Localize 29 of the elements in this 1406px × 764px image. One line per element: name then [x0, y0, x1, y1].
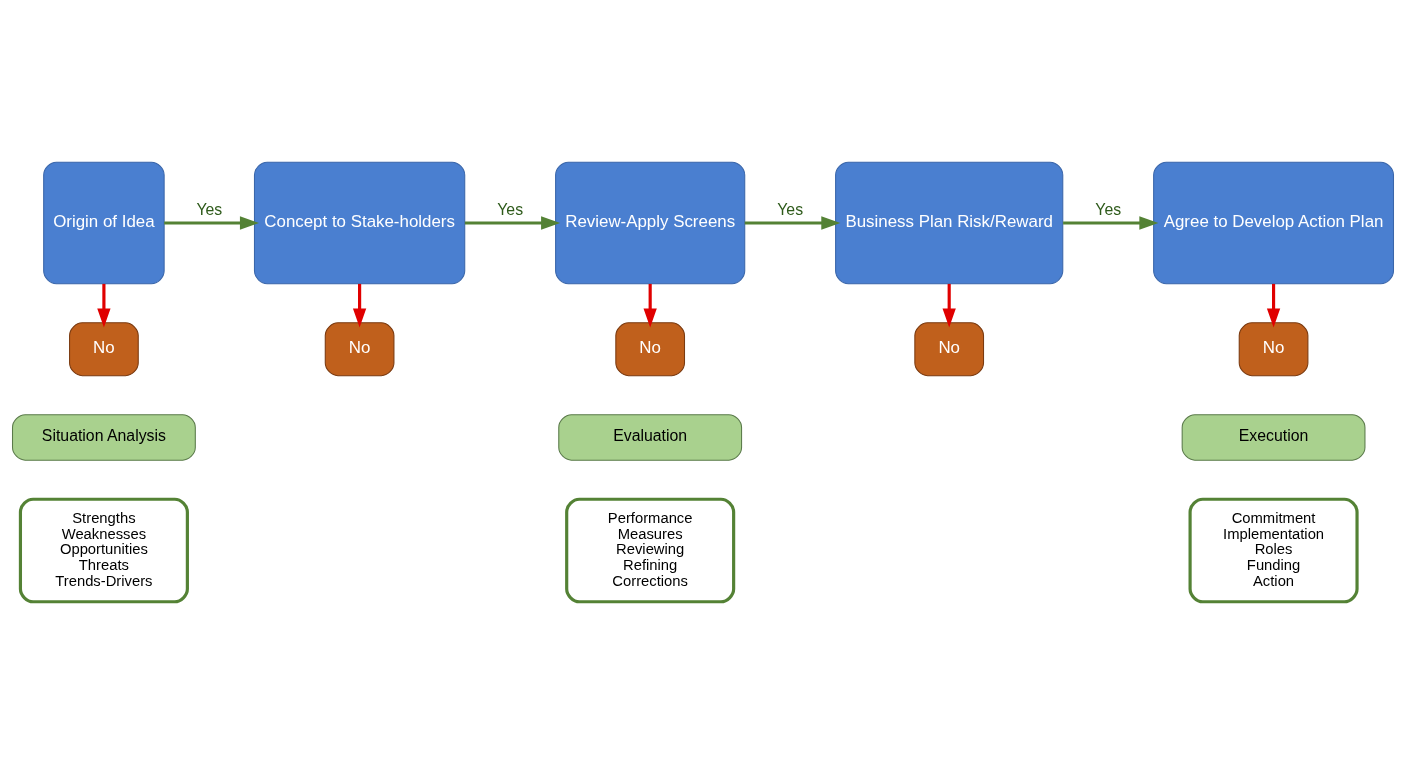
- node-box: Strengths Weaknesses Opportunities Threats Trends-Drivers: [18, 497, 189, 604]
- node-box: Execution: [1181, 414, 1366, 461]
- arrow: [1063, 216, 1159, 230]
- node-box: Performance Measures Reviewing Refining Corrections: [565, 497, 736, 604]
- node-box: Situation Analysis: [12, 414, 196, 461]
- node-box: Concept to Stake-holders: [253, 161, 466, 285]
- arrow: [97, 283, 111, 328]
- arrow: [744, 216, 841, 230]
- node-box: No: [914, 322, 985, 377]
- node-box: Origin of Idea: [43, 161, 165, 285]
- arrow: [942, 283, 956, 328]
- edge-label: Yes: [497, 200, 524, 218]
- node-box: Agree to Develop Action Plan: [1153, 161, 1394, 285]
- arrow: [1266, 283, 1281, 328]
- node-box: No: [1238, 322, 1309, 377]
- arrow: [643, 283, 657, 328]
- node-box: No: [324, 322, 395, 377]
- node-box: No: [69, 322, 139, 377]
- arrow: [352, 283, 367, 328]
- node-box: No: [615, 322, 686, 377]
- edge-label: Yes: [777, 200, 804, 218]
- node-box: Commitment Implementation Roles Funding Action: [1188, 497, 1359, 604]
- edge-label: Yes: [1095, 200, 1122, 218]
- node-box: Business Plan Risk/Reward: [835, 161, 1064, 285]
- arrow: [164, 216, 259, 230]
- arrow: [464, 216, 561, 230]
- node-box: Evaluation: [558, 414, 743, 461]
- edge-label: Yes: [196, 200, 223, 218]
- node-box: Review-Apply Screens: [555, 161, 746, 285]
